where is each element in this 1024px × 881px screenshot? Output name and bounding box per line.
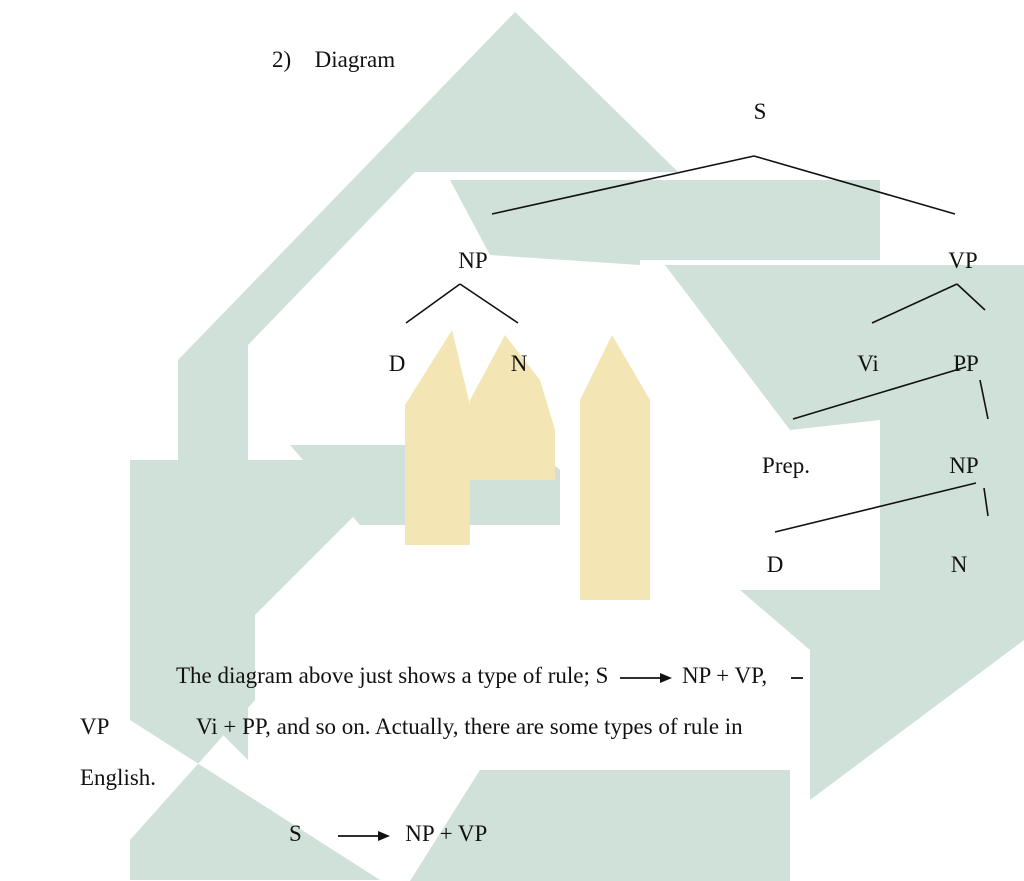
paragraph-text: English. [80, 765, 157, 790]
branch-s-vp [753, 155, 956, 215]
branch-np-n2 [983, 487, 989, 517]
watermark-band [740, 590, 1024, 800]
node-d-object: D [766, 552, 784, 577]
watermark-band [130, 460, 410, 880]
node-np: NP [458, 248, 488, 273]
paragraph-text: Vi + PP, and so on. Actually, there are … [196, 714, 743, 739]
node-vi: Vi [857, 351, 879, 376]
node-prep: Prep. [762, 453, 810, 478]
section-title: Diagram [314, 47, 396, 72]
rule-rhs: NP + VP [405, 821, 488, 846]
paragraph-text: The diagram above just shows a type of r… [176, 663, 609, 688]
rule-line: S NP + VP [289, 822, 487, 845]
node-pp: PP [953, 351, 979, 376]
branch-vp-vi [871, 283, 958, 324]
rule-lhs: S [289, 821, 302, 846]
node-s: S [753, 99, 767, 124]
branch-np-n [459, 283, 519, 324]
node-n-object: N [950, 552, 968, 577]
branch-pp-prep [792, 366, 967, 420]
branch-pp-np [979, 379, 989, 420]
node-np-object: NP [949, 453, 979, 478]
paragraph-line-2: VP [80, 715, 109, 738]
watermark-band [665, 265, 1024, 630]
node-vp: VP [948, 248, 978, 273]
node-d: D [388, 351, 406, 376]
watermark-arch-shapes [405, 330, 650, 600]
paragraph-line-1: The diagram above just shows a type of r… [176, 664, 803, 687]
right-arrow-icon [620, 672, 673, 683]
branch-np-d2 [774, 482, 977, 533]
right-arrow-icon [337, 830, 390, 841]
section-heading: 2) Diagram [272, 48, 395, 71]
paragraph-line-3: English. [80, 766, 156, 789]
watermark-band [450, 180, 880, 265]
section-number: 2) [272, 47, 292, 72]
watermark-band [410, 770, 790, 881]
branch-np-d [405, 283, 461, 324]
branch-vp-pp [956, 283, 986, 311]
branch-s-np [491, 155, 755, 215]
paragraph-line-2-cont: Vi + PP, and so on. Actually, there are … [196, 715, 743, 738]
right-arrow-icon [790, 676, 803, 679]
paragraph-text: NP + VP, [681, 663, 768, 688]
paragraph-text: VP [80, 714, 110, 739]
node-n: N [510, 351, 528, 376]
